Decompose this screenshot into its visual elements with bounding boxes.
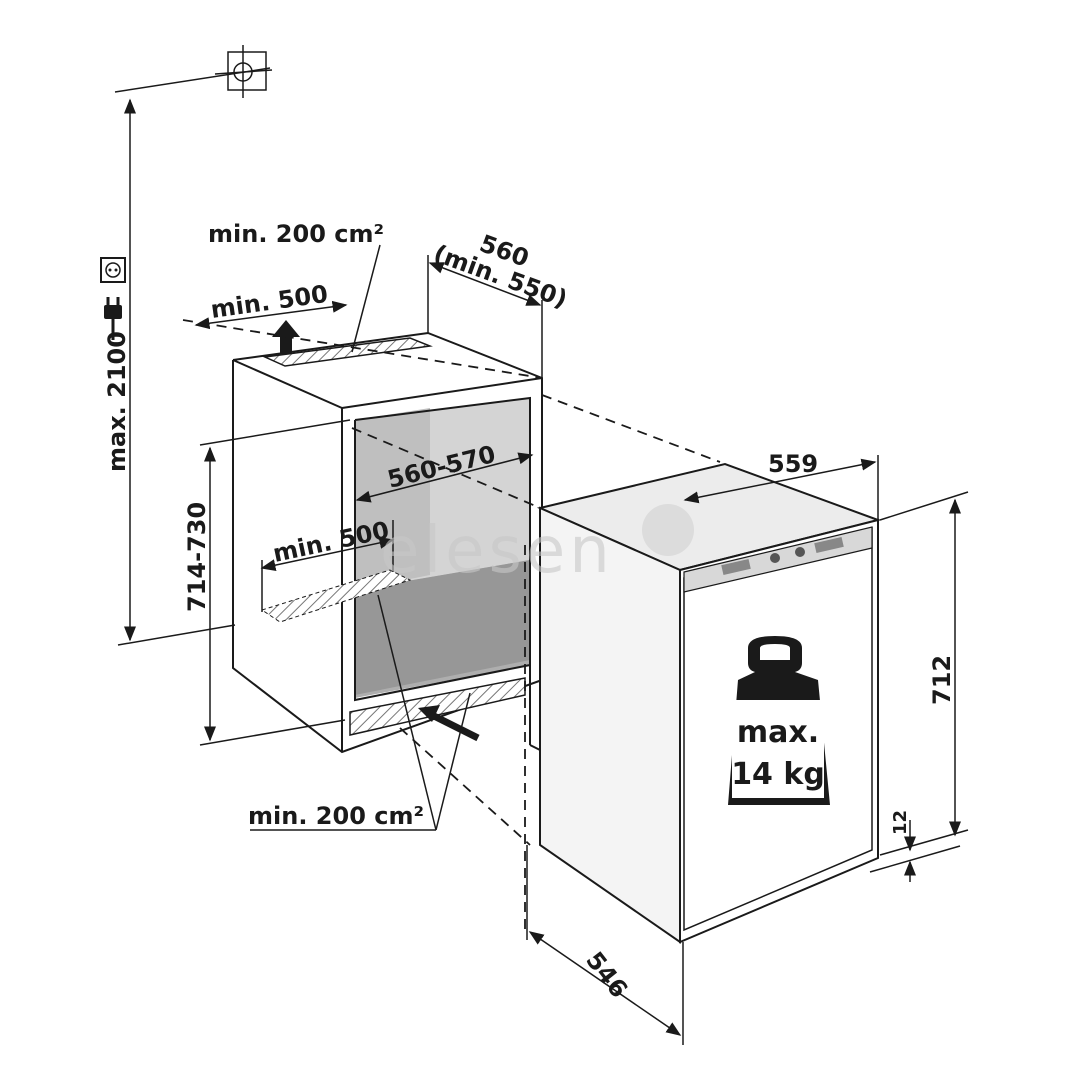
plinth-label: 12 bbox=[890, 810, 911, 835]
weight-icon: max. 14 kg bbox=[728, 636, 830, 805]
max-height-dimension: max. 2100 bbox=[103, 98, 236, 646]
load-label-2: 14 kg bbox=[731, 757, 825, 792]
niche-height-label: 714-730 bbox=[183, 502, 211, 612]
watermark: elesen bbox=[380, 504, 694, 588]
appliance-height-label: 712 bbox=[928, 655, 956, 705]
vent-top-label: min. 200 cm² bbox=[208, 220, 384, 248]
width-top-label: min. 500 bbox=[209, 280, 330, 324]
niche-dimensions bbox=[182, 244, 543, 831]
plug-icon bbox=[104, 297, 122, 340]
max-height-label: max. 2100 bbox=[103, 331, 131, 472]
appliance-depth-label: 559 bbox=[768, 450, 818, 478]
watermark-text: elesen bbox=[380, 514, 614, 588]
target-icon bbox=[114, 45, 273, 98]
appliance-width-label: 546 bbox=[580, 946, 633, 1003]
load-label-1: max. bbox=[737, 715, 819, 750]
vent-bottom-label: min. 200 cm² bbox=[248, 802, 424, 830]
projection-lines bbox=[351, 394, 721, 935]
socket-icon bbox=[100, 257, 126, 283]
appliance-dimensions bbox=[526, 455, 969, 1045]
